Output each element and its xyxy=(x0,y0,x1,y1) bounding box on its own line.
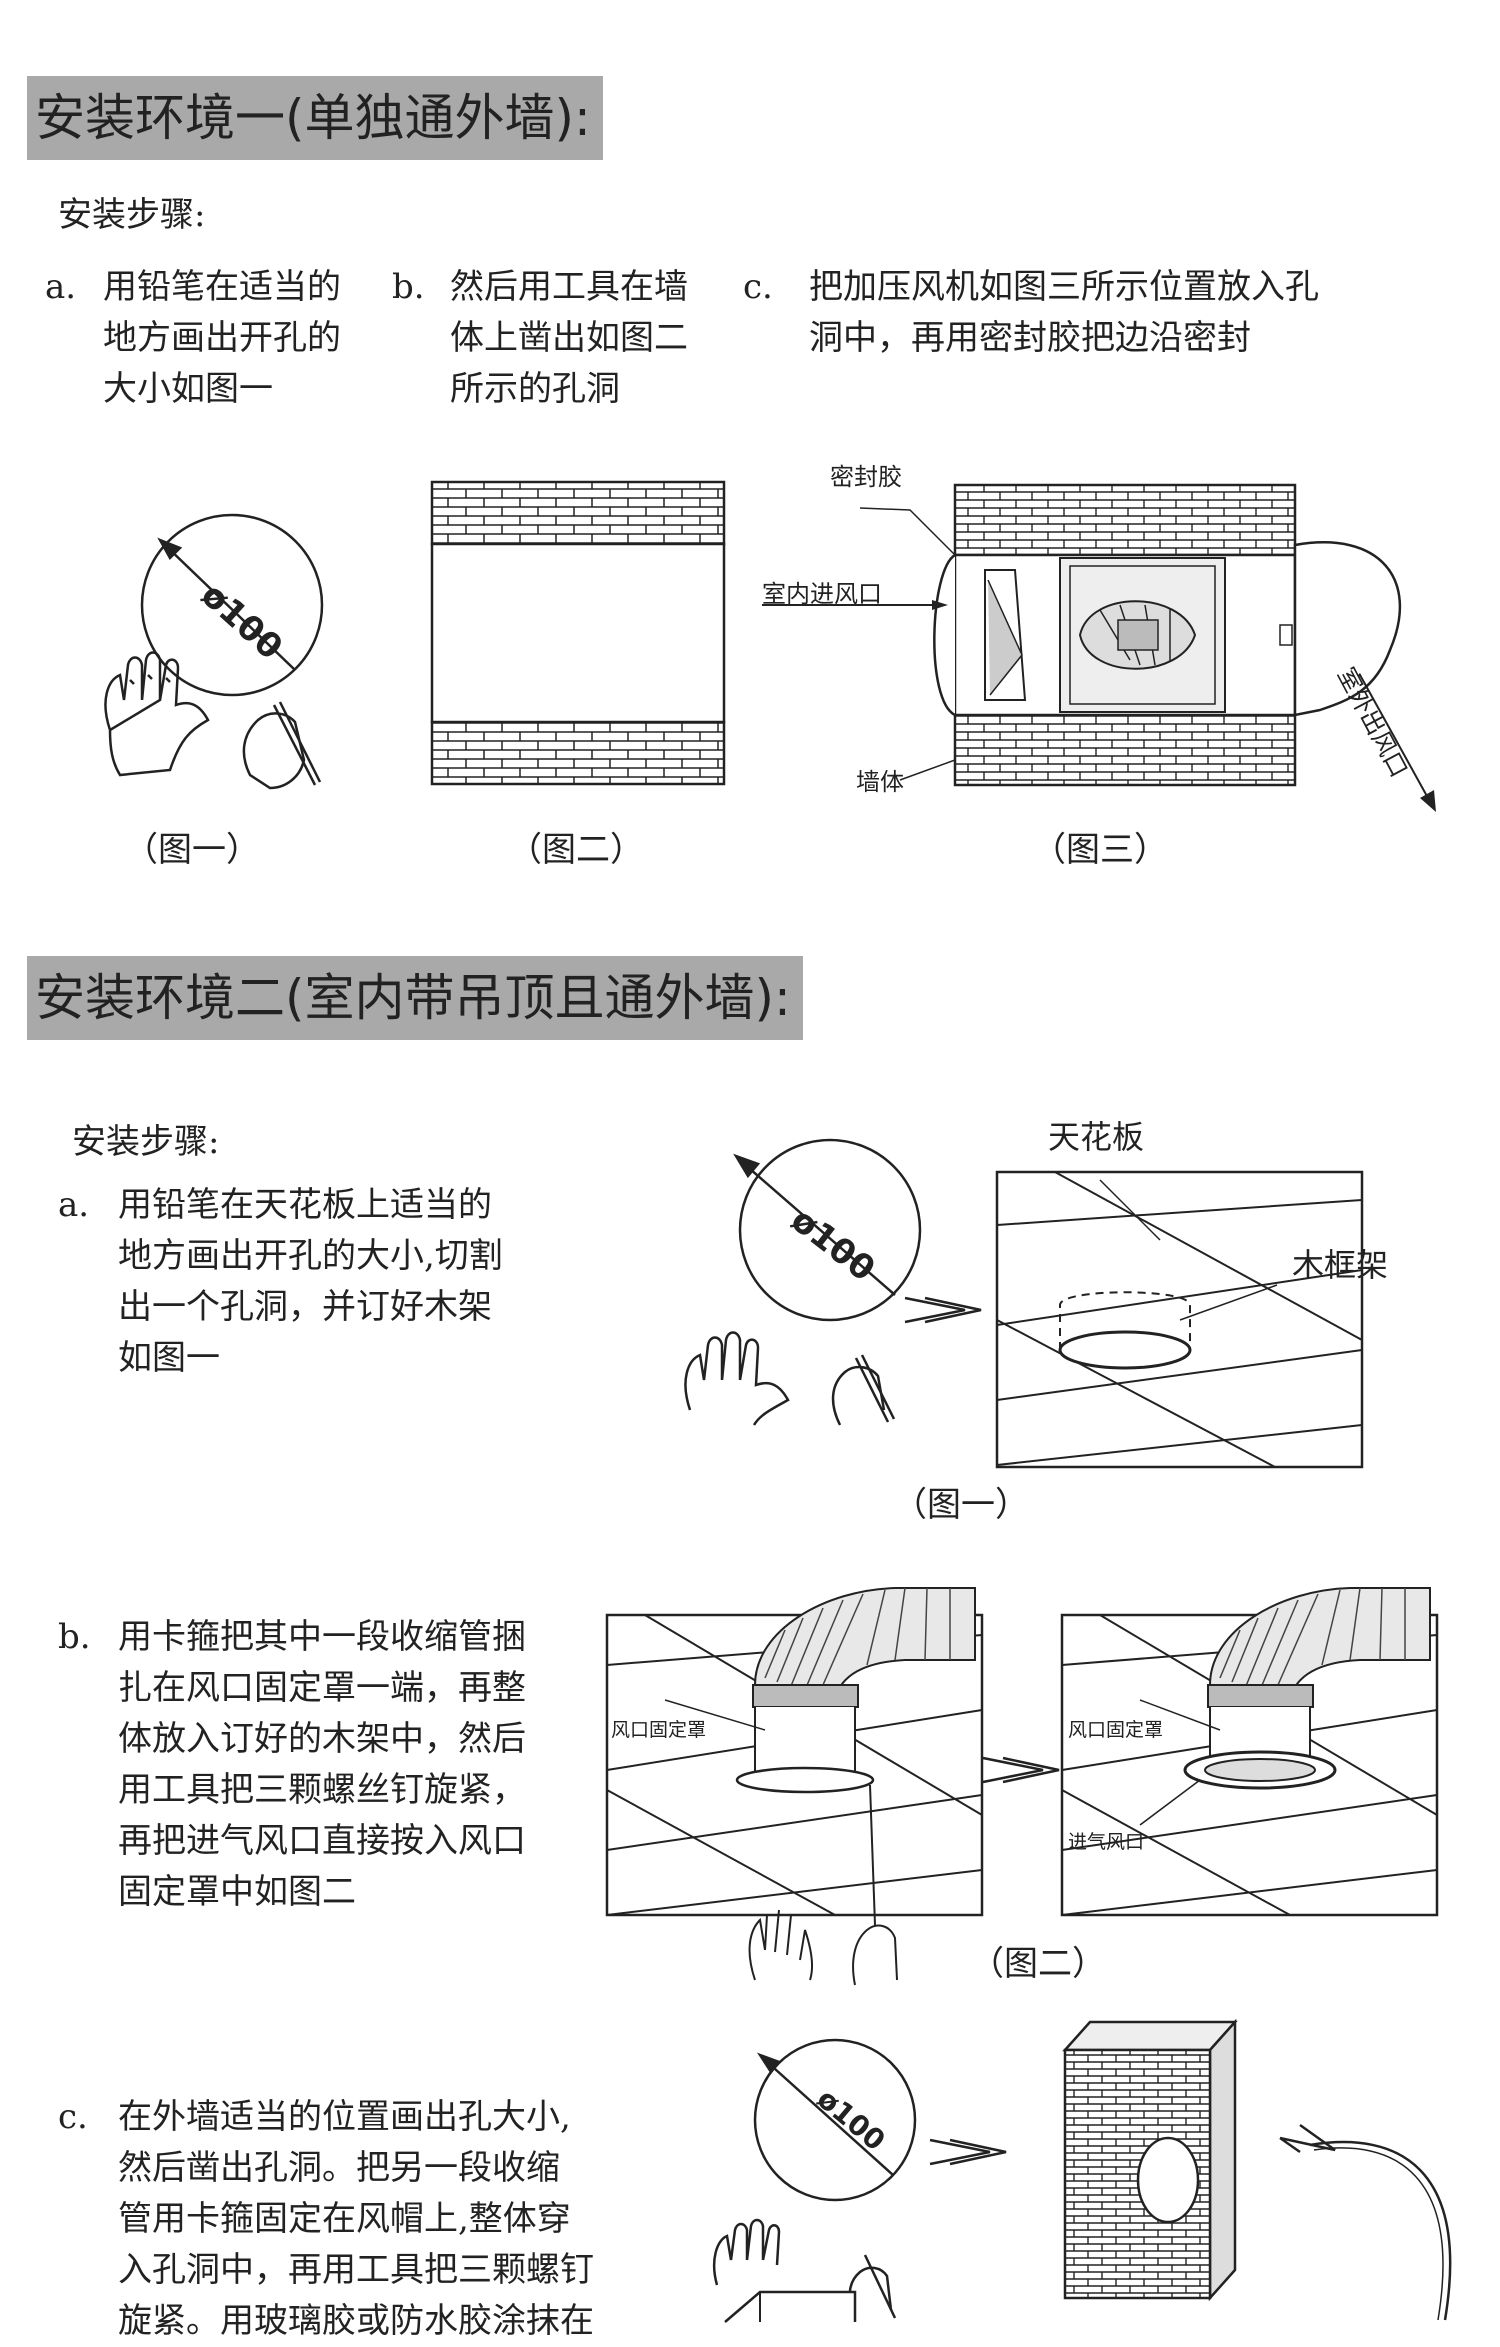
step-text-line: 然后用工具在墙 xyxy=(450,267,688,307)
s2-fig2-caption: （图二） xyxy=(970,1944,1106,1984)
step-marker: b. xyxy=(392,267,425,307)
s2-fig1-caption: （图一） xyxy=(893,1485,1029,1525)
s1-fig3-indoor-inlet-label: 室内进风口 xyxy=(762,580,882,608)
s2-fig2-left-illustration xyxy=(605,1587,984,1986)
step-marker: b. xyxy=(58,1617,91,1657)
s2-fig1-frame-label: 木框架 xyxy=(1292,1246,1389,1284)
section2-steps-label: 安装步骤: xyxy=(72,1122,220,1162)
s2-fig3-hose-illustration xyxy=(1279,2123,1452,2321)
s2-fig2-inlet-label: 进气风口 xyxy=(1068,1831,1145,1853)
s2-fig3-wall-illustration xyxy=(1062,2018,1238,2302)
section1-steps-label: 安装步骤: xyxy=(58,195,206,235)
step-text-line: 体上凿出如图二 xyxy=(450,318,688,358)
step-text-line: 用工具把三颗螺丝钉旋紧， xyxy=(118,1770,526,1810)
s1-fig2-caption: （图二） xyxy=(508,830,644,870)
section1-title: 安装环境一(单独通外墙): xyxy=(27,76,603,160)
step-text-line: 然后凿出孔洞。把另一段收缩 xyxy=(118,2148,560,2188)
s1-fig1-caption: （图一） xyxy=(124,830,260,870)
s2-fig1-hand-illustration xyxy=(684,1138,922,1426)
step-text-line: 所示的孔洞 xyxy=(450,369,620,409)
step-text-line: 入孔洞中，再用工具把三颗螺钉 xyxy=(118,2250,594,2290)
s1-fig3-wall-label: 墙体 xyxy=(856,768,904,796)
step-text-line: 把加压风机如图三所示位置放入孔 xyxy=(809,267,1319,307)
s2-fig1-ceiling-illustration xyxy=(995,1170,1364,1469)
step-marker: c. xyxy=(743,267,773,307)
s2-fig2-cover-right-label: 风口固定罩 xyxy=(1068,1719,1164,1741)
step-text-line: 用铅笔在天花板上适当的 xyxy=(118,1185,492,1225)
s2-fig1-ceiling-label: 天花板 xyxy=(1048,1118,1145,1156)
s1-fig2-illustration xyxy=(430,480,726,786)
step-text-line: 如图一 xyxy=(118,1338,220,1378)
step-marker: a. xyxy=(45,267,77,307)
arrow-right-icon xyxy=(982,1756,1060,1784)
step-text-line: 管用卡箍固定在风帽上,整体穿 xyxy=(118,2199,571,2239)
section2-title: 安装环境二(室内带吊顶且通外墙): xyxy=(27,956,803,1040)
arrow-right-icon xyxy=(929,2138,1007,2166)
s1-fig3-caption: （图三） xyxy=(1032,830,1168,870)
arrow-right-icon xyxy=(904,1296,982,1324)
s2-fig2-right-illustration xyxy=(1060,1587,1439,1917)
step-text-line: 出一个孔洞，并订好木架 xyxy=(118,1287,492,1327)
s1-fig1-illustration xyxy=(104,513,324,790)
s2-fig3-hand-illustration xyxy=(712,2038,917,2319)
step-text-line: 地方画出开孔的大小,切割 xyxy=(118,1236,503,1276)
step-text-line: 用卡箍把其中一段收缩管捆 xyxy=(118,1617,526,1657)
step-text-line: 用铅笔在适当的 xyxy=(103,267,341,307)
s1-fig3-illustration xyxy=(762,483,1436,812)
s1-fig3-sealant-label: 密封胶 xyxy=(830,463,902,491)
step-text-line: 地方画出开孔的 xyxy=(103,318,341,358)
s2-fig3-box-illustration xyxy=(724,2290,857,2323)
step-text-line: 扎在风口固定罩一端，再整 xyxy=(118,1668,526,1708)
step-marker: a. xyxy=(58,1185,90,1225)
step-text-line: 洞中，再用密封胶把边沿密封 xyxy=(809,318,1251,358)
step-text-line: 再把进气风口直接按入风口 xyxy=(118,1821,526,1861)
step-text-line: 大小如图一 xyxy=(103,369,273,409)
step-text-line: 在外墙适当的位置画出孔大小, xyxy=(118,2097,571,2137)
step-text-line: 体放入订好的木架中，然后 xyxy=(118,1719,526,1759)
step-text-line: 固定罩中如图二 xyxy=(118,1872,356,1912)
step-marker: c. xyxy=(58,2097,88,2137)
s2-fig2-cover-left-label: 风口固定罩 xyxy=(611,1719,707,1741)
